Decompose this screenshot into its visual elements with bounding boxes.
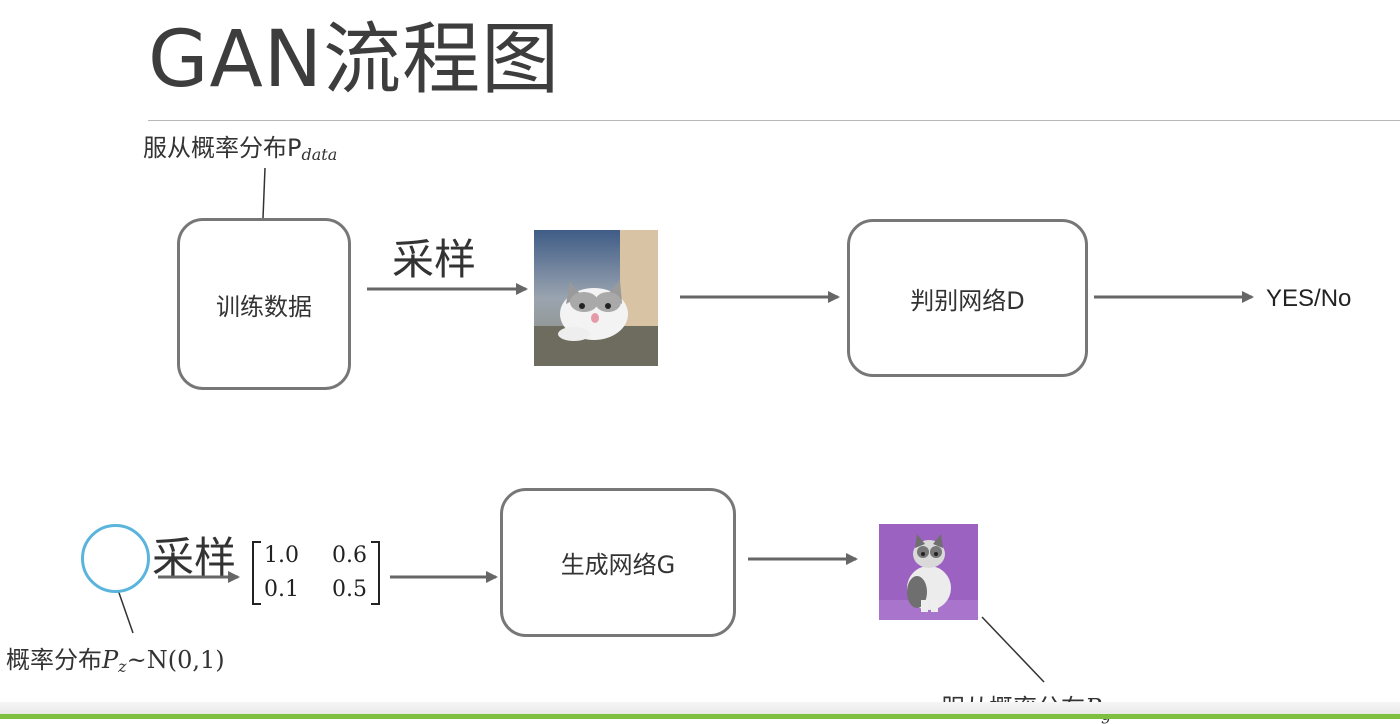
matrix-cell: 0.5 <box>332 577 367 602</box>
discriminator-label: 判别网络D <box>910 281 1024 316</box>
generator-label: 生成网络G <box>561 545 676 580</box>
matrix-cell: 0.1 <box>264 577 299 602</box>
sample-label-noise: 采样 <box>152 524 236 585</box>
real-cat-image <box>534 230 658 366</box>
generator-box: 生成网络G <box>500 488 736 637</box>
generated-cat-image <box>879 524 978 620</box>
training-data-box: 训练数据 <box>177 218 351 390</box>
sample-label-real: 采样 <box>392 226 476 287</box>
discriminator-box: 判别网络D <box>847 219 1088 377</box>
discriminator-output-label: YES/No <box>1266 285 1351 313</box>
pz-distribution-label: 概率分布Pz~N(0,1) <box>6 640 225 676</box>
matrix-cell: 0.6 <box>332 543 367 568</box>
noise-sample-matrix: 1.0 0.6 0.1 0.5 <box>252 541 382 605</box>
pdata-pointer-line <box>263 168 265 218</box>
noise-distribution-circle <box>81 524 150 593</box>
pg-pointer-line <box>982 617 1044 682</box>
training-data-label: 训练数据 <box>216 287 312 322</box>
pz-pointer-line <box>118 590 133 633</box>
slide-footer-accent-line <box>0 714 1400 719</box>
matrix-cell: 1.0 <box>264 543 299 568</box>
pdata-distribution-label: 服从概率分布Pdata <box>143 128 337 164</box>
